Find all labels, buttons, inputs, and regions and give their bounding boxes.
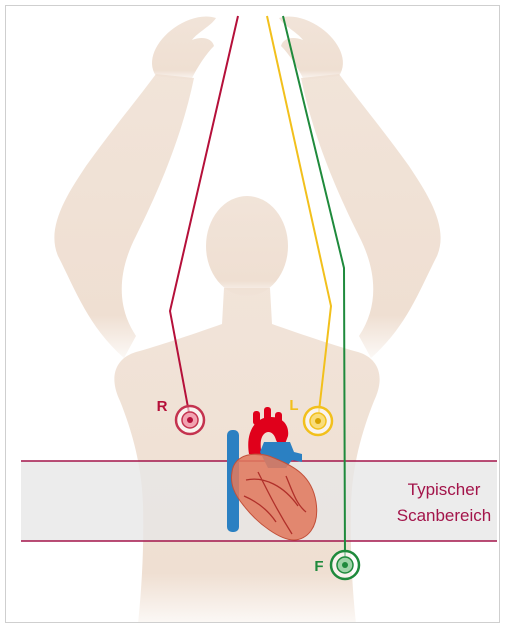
scan-label-line2: Scanbereich <box>397 506 492 525</box>
diagram-frame: Typischer Scanbereich R L F <box>5 5 500 623</box>
electrode-l <box>304 407 332 435</box>
right-arm <box>301 74 441 358</box>
ecg-diagram: Typischer Scanbereich R L F <box>6 6 500 623</box>
electrode-l-label: L <box>289 397 298 414</box>
scan-label-line1: Typischer <box>408 480 481 499</box>
aortic-branch-3 <box>275 412 282 426</box>
electrode-f <box>331 551 359 579</box>
aortic-branch-2 <box>264 407 271 421</box>
head <box>206 196 288 296</box>
aortic-branch-1 <box>253 411 260 425</box>
electrode-r-label: R <box>157 398 168 415</box>
electrode-f-label: F <box>314 558 323 575</box>
right-hand <box>279 16 343 80</box>
left-arm <box>54 74 194 358</box>
left-hand <box>152 16 216 80</box>
electrode-r <box>176 406 204 434</box>
